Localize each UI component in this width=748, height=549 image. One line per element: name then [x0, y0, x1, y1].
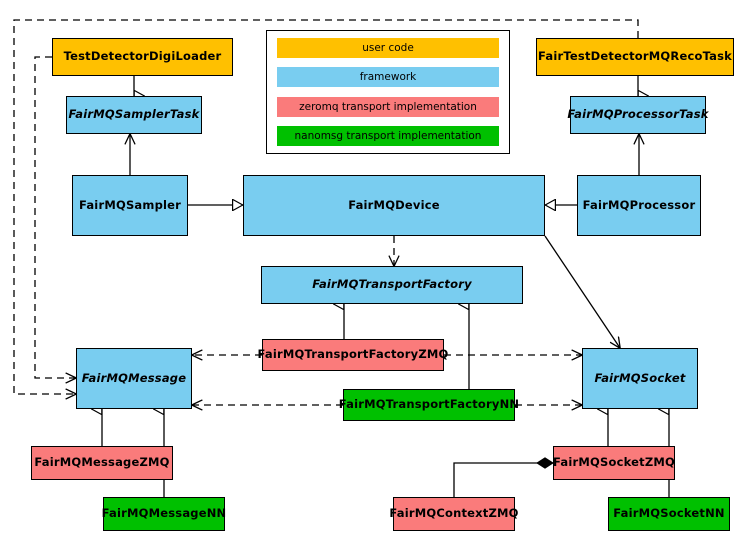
class-node-FairMQTransportFactoryZMQ[interactable]: FairMQTransportFactoryZMQ: [258, 339, 448, 371]
class-node-FairMQTransportFactoryNN[interactable]: FairMQTransportFactoryNN: [339, 389, 519, 421]
legend-item-nanomsg: nanomsg transport implementation: [277, 125, 499, 146]
legend: user code framework zeromq transport imp…: [266, 30, 510, 154]
class-node-FairMQMessageZMQ[interactable]: FairMQMessageZMQ: [31, 446, 173, 480]
class-node-FairMQSocketZMQ[interactable]: FairMQSocketZMQ: [553, 446, 675, 480]
class-node-TestDetectorDigiLoader[interactable]: TestDetectorDigiLoader: [52, 38, 233, 76]
edge-association-device-socket: [544, 235, 620, 348]
class-node-FairMQTransportFactory[interactable]: FairMQTransportFactory: [261, 266, 523, 304]
class-node-FairTestDetectorMQRecoTask[interactable]: FairTestDetectorMQRecoTask: [536, 38, 734, 76]
legend-item-framework: framework: [277, 67, 499, 88]
class-node-FairMQProcessor[interactable]: FairMQProcessor: [577, 175, 701, 236]
legend-item-zeromq: zeromq transport implementation: [277, 96, 499, 117]
class-node-FairMQSampler[interactable]: FairMQSampler: [72, 175, 188, 236]
legend-item-user-code: user code: [277, 38, 499, 58]
class-node-FairMQDevice[interactable]: FairMQDevice: [243, 175, 545, 236]
class-node-FairMQMessage[interactable]: FairMQMessage: [76, 348, 192, 409]
class-node-FairMQContextZMQ[interactable]: FairMQContextZMQ: [389, 497, 518, 531]
edge-composition-contextzmq-socketzmq: [453, 457, 554, 497]
class-node-FairMQSocketNN[interactable]: FairMQSocketNN: [608, 497, 730, 531]
class-node-FairMQSamplerTask[interactable]: FairMQSamplerTask: [66, 96, 202, 134]
class-node-FairMQSocket[interactable]: FairMQSocket: [582, 348, 698, 409]
class-node-FairMQMessageNN[interactable]: FairMQMessageNN: [102, 497, 226, 531]
class-node-FairMQProcessorTask[interactable]: FairMQProcessorTask: [567, 96, 708, 134]
